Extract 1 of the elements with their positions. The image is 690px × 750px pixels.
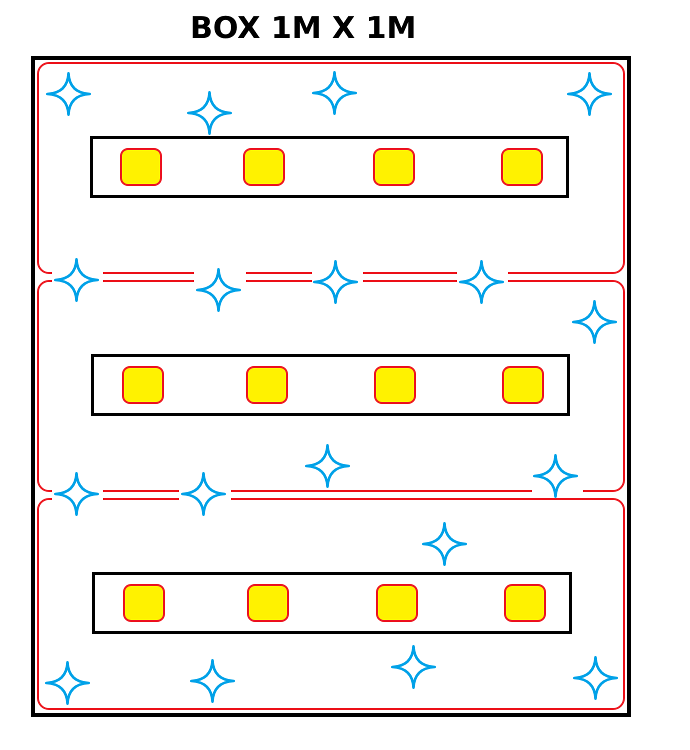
diagram-title: BOX 1M X 1M [190, 11, 416, 47]
